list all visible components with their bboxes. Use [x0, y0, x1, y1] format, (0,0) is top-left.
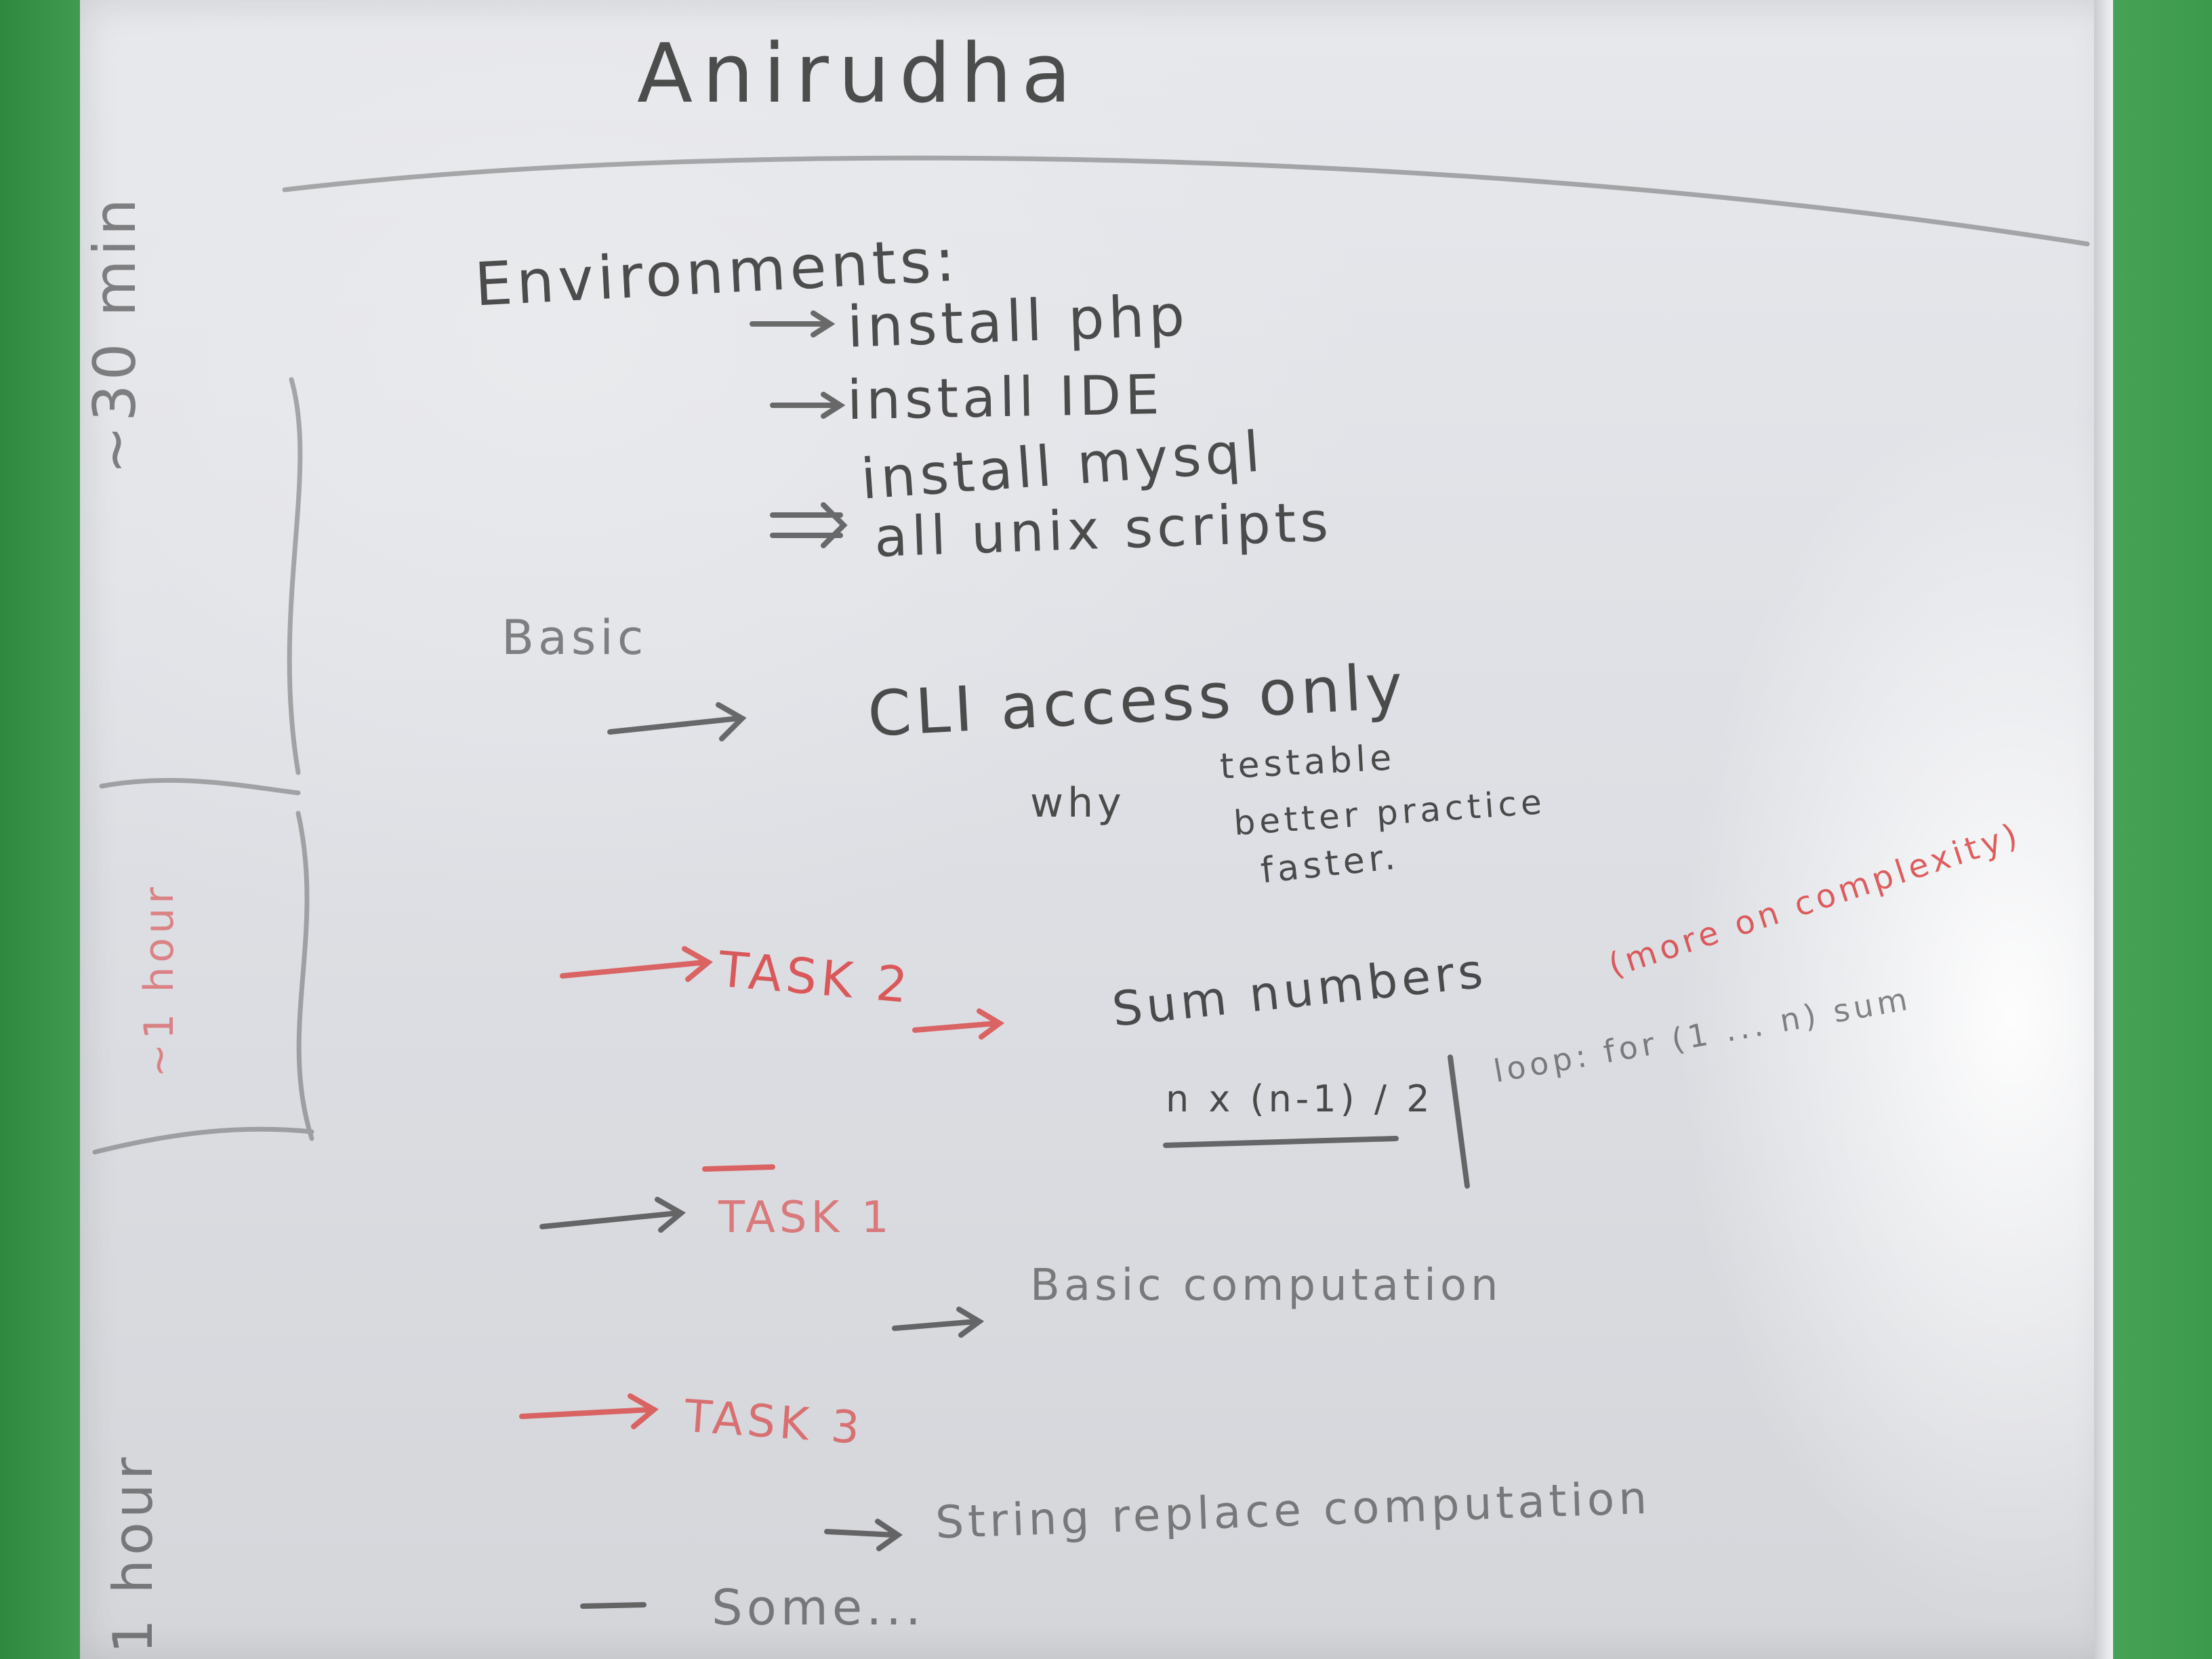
arrow-unix [770, 502, 848, 548]
board-title: Anirudha [637, 27, 1081, 121]
why-label: why [1030, 779, 1126, 827]
arrow-task3 [519, 1393, 659, 1429]
arrow-basic [607, 702, 747, 741]
side-bracket-1 [287, 377, 303, 775]
whiteboard-edge [2094, 0, 2113, 1659]
footer-note: Some... [712, 1579, 925, 1636]
side-label-time-1: ~30 min [81, 194, 149, 474]
arrow-task2-sub [912, 1008, 1005, 1040]
arrow-task2 [560, 946, 713, 982]
divider-curve-top [282, 155, 2090, 247]
arrow-install-php [750, 310, 836, 337]
whiteboard [80, 0, 2113, 1659]
arrow-task1 [539, 1197, 686, 1233]
side-bracket-2 [295, 811, 314, 1141]
side-label-time-2: ~1 hour [136, 883, 183, 1078]
environment-item: install php [846, 282, 1190, 361]
task1-detail: Basic computation [1030, 1261, 1502, 1311]
basic-heading: Basic [501, 610, 648, 665]
side-label-time-3: 1 hour [102, 1453, 165, 1654]
arrow-some [580, 1602, 647, 1609]
environment-item: install IDE [846, 363, 1164, 432]
formula-bar [1448, 1054, 1470, 1189]
task1-overline [702, 1164, 775, 1172]
arrow-basic-computation [892, 1307, 985, 1338]
task2-formula: n x (n-1) / 2 [1166, 1078, 1434, 1120]
arrow-install-ide [770, 392, 846, 419]
divider-left-1 [99, 777, 301, 796]
task1-label: TASK 1 [718, 1193, 893, 1243]
arrow-string [824, 1519, 903, 1551]
divider-left-2 [92, 1126, 314, 1155]
formula-divider [1163, 1136, 1399, 1148]
